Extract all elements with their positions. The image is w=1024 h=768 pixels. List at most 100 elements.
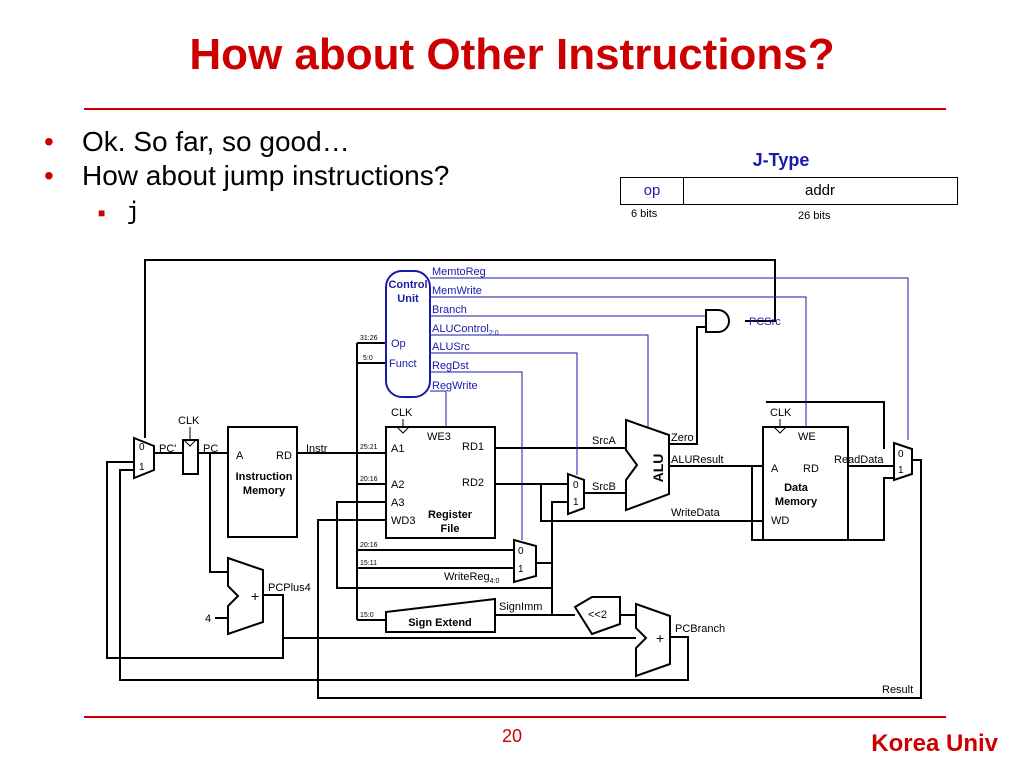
label-signimm: SignImm — [499, 601, 542, 613]
pcbranch-adder — [635, 602, 671, 678]
rf-a1: A1 — [391, 443, 404, 455]
imem-rd: RD — [276, 450, 292, 462]
bullet-dot-icon: • — [44, 160, 54, 191]
and-gate — [705, 309, 730, 333]
label-srca: SrcA — [592, 435, 617, 447]
wire-rd2-down — [540, 484, 763, 522]
wire-pc-to-adder — [209, 453, 228, 573]
bits-15-0: 15:0 — [360, 612, 374, 619]
sig-branch: Branch — [432, 304, 467, 316]
sig-memtoreg: MemtoReg — [432, 266, 486, 278]
label-pcbranch: PCBranch — [675, 623, 725, 635]
rf-clk-triangle — [396, 426, 410, 434]
rf-rd1: RD1 — [462, 441, 484, 453]
rf-rd2: RD2 — [462, 477, 484, 489]
pc-mux-0: 0 — [139, 442, 145, 453]
res-mux-1: 1 — [898, 465, 904, 476]
imem-name-1: Instruction — [236, 471, 293, 483]
srcb-mux-0: 0 — [573, 480, 579, 491]
ctrl-memwrite — [430, 296, 807, 427]
jtype-op-field: op — [621, 178, 684, 204]
pcplus4-adder — [227, 556, 264, 636]
label-sign-extend: Sign Extend — [408, 617, 472, 629]
bullet-text: How about jump instructions? — [82, 160, 450, 191]
bits-25-21: 25:21 — [360, 444, 378, 451]
top-rule — [84, 108, 946, 110]
label-writereg: WriteReg4:0 — [444, 571, 499, 585]
cu-funct: Funct — [389, 358, 417, 370]
rf-name-2: File — [441, 523, 460, 535]
jtype-op-bits: 6 bits — [631, 208, 658, 220]
jtype-addr-field: addr — [804, 182, 836, 199]
sig-memwrite: MemWrite — [432, 285, 482, 297]
label-readdata: ReadData — [834, 454, 884, 466]
clk-pc: CLK — [178, 415, 200, 427]
ctrl-alucontrol — [430, 334, 649, 440]
wire-pcbranch — [119, 469, 689, 681]
ctrl-alusrc — [430, 352, 578, 475]
clk-rf: CLK — [391, 407, 413, 419]
label-result: Result — [882, 684, 913, 696]
slide-title: How about Other Instructions? — [189, 30, 835, 79]
pc-clk-triangle — [183, 439, 197, 447]
clk-dm: CLK — [770, 407, 792, 419]
imem-a: A — [236, 450, 244, 462]
rf-name-1: Register — [428, 509, 473, 521]
jtype-title: J-Type — [752, 150, 810, 170]
label-instr: Instr — [306, 443, 328, 455]
label-srcb: SrcB — [592, 481, 616, 493]
dm-we: WE — [798, 431, 816, 443]
data-memory — [762, 426, 849, 541]
dm-name-1: Data — [784, 482, 809, 494]
dm-a: A — [771, 463, 779, 475]
ctrl-regwrite — [430, 390, 447, 430]
page-number: 20 — [501, 726, 523, 746]
pcbranch-plus-icon: + — [656, 630, 664, 646]
srcb-mux-1: 1 — [573, 497, 579, 508]
bits-20-16: 20:16 — [360, 476, 378, 483]
rf-we3: WE3 — [427, 431, 451, 443]
wire-result — [317, 459, 922, 699]
sub-bullet-text: j — [126, 197, 141, 225]
control-unit — [385, 270, 431, 398]
wire-writereg — [336, 501, 553, 589]
wr-mux-1: 1 — [518, 564, 524, 575]
wire-aluresult-to-mux — [751, 466, 894, 541]
shift-left-2 — [573, 596, 621, 636]
label-four: 4 — [205, 613, 211, 625]
instruction-memory — [227, 426, 298, 538]
bullet-item: • How about jump instructions? — [44, 160, 449, 192]
cu-label-1: Control — [388, 279, 427, 291]
bits-31-26: 31:26 — [360, 335, 378, 342]
wire-pcplus4-to-mux — [106, 461, 284, 659]
sig-alusrc: ALUSrc — [432, 341, 470, 353]
rf-wd3: WD3 — [391, 515, 415, 527]
writereg-mux — [513, 538, 537, 584]
dm-clk-triangle — [773, 426, 787, 434]
bullet-item: •Ok. So far, so good… — [44, 126, 350, 158]
label-aluresult: ALUResult — [671, 454, 724, 466]
wire-zero — [669, 326, 706, 445]
label-shift: <<2 — [588, 609, 607, 621]
cu-label-2: Unit — [397, 293, 419, 305]
rf-a2: A2 — [391, 479, 404, 491]
label-zero: Zero — [671, 432, 694, 444]
sub-bullet: ■j — [98, 197, 140, 225]
label-pcplus4: PCPlus4 — [268, 582, 311, 594]
jtype-addr-bits: 26 bits — [798, 210, 831, 222]
sig-pcsrc: PCSrc — [749, 316, 781, 328]
label-pcprime: PC' — [159, 443, 176, 455]
sig-regdst: RegDst — [432, 360, 469, 372]
sig-alucontrol: ALUControl2:0 — [432, 323, 499, 337]
pc-mux-1: 1 — [139, 462, 145, 473]
dm-rd: RD — [803, 463, 819, 475]
label-pc: PC — [203, 443, 218, 455]
square-bullet-icon: ■ — [98, 206, 106, 221]
sig-regwrite: RegWrite — [432, 380, 478, 392]
jtype-format: op addr — [620, 177, 958, 205]
bullet-dot-icon: • — [44, 126, 54, 157]
ctrl-regdst — [430, 371, 523, 540]
srcb-mux — [567, 472, 585, 516]
label-writedata: WriteData — [671, 507, 721, 519]
